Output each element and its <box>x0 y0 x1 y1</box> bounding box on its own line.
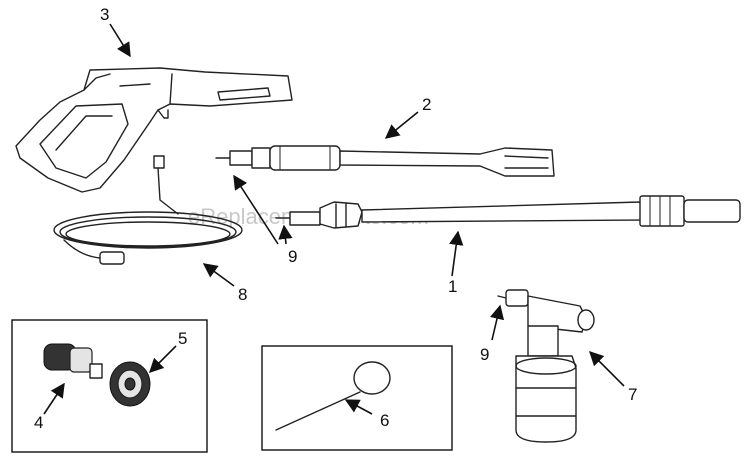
cleaning-needle-box <box>261 345 453 451</box>
hose-illustration <box>53 155 243 265</box>
callout-4: 4 <box>34 413 43 432</box>
arrow-1 <box>449 230 464 277</box>
callout-3: 3 <box>100 5 109 24</box>
callout-7: 7 <box>628 385 637 404</box>
callout-8: 8 <box>238 285 247 304</box>
arrow-5 <box>148 345 177 374</box>
arrow-4 <box>43 382 65 415</box>
callout-6: 6 <box>380 411 389 430</box>
leader-arrows <box>43 23 625 415</box>
arrow-8 <box>202 263 235 287</box>
callout-9-bottle: 9 <box>480 345 489 364</box>
quick-connect-box <box>11 319 208 453</box>
arrow-9b <box>490 304 505 341</box>
callout-5: 5 <box>178 329 187 348</box>
arrow-6 <box>344 399 373 415</box>
arrow-2 <box>384 111 419 139</box>
quick-connect-plug-illustration <box>43 343 103 379</box>
detergent-bottle-illustration <box>497 289 595 443</box>
long-wand-illustration <box>275 195 741 229</box>
callout-9-wand: 9 <box>288 247 297 266</box>
quick-connect-socket-illustration <box>109 361 151 407</box>
short-wand-illustration <box>215 145 555 177</box>
spray-gun-illustration <box>15 67 293 193</box>
callout-2: 2 <box>422 95 431 114</box>
arrow-9a-bottom <box>278 224 293 245</box>
cleaning-needle-illustration <box>275 361 391 431</box>
callout-1: 1 <box>448 277 457 296</box>
arrow-3 <box>109 23 131 58</box>
arrow-7 <box>588 350 625 387</box>
arrow-9a-top <box>233 174 279 245</box>
